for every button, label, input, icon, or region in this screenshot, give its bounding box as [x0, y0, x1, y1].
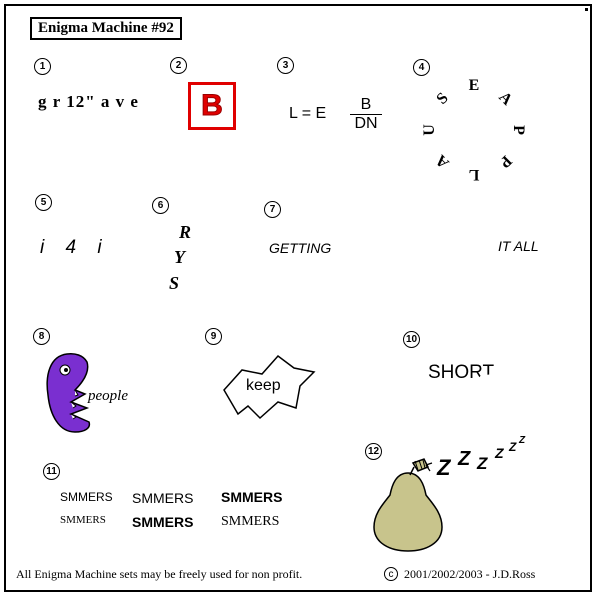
puzzle-number-12: 12	[365, 443, 382, 460]
puzzle-5-text: i 4 i	[40, 237, 110, 258]
puzzle-10-text: SHORT	[428, 362, 495, 383]
puzzle-11-word-1: SMMERS	[60, 490, 113, 504]
puzzle-number-5: 5	[35, 194, 52, 211]
puzzle-11-word-3: SMMERS	[221, 489, 283, 505]
puzzle-3-numerator: B	[350, 96, 382, 115]
page-title: Enigma Machine #92	[30, 17, 182, 40]
footer-credit: 2001/2002/2003 - J.D.Ross	[404, 567, 536, 581]
puzzle-12-z-5: Z	[509, 440, 517, 454]
puzzle-1-text: g r 12" a v e	[38, 92, 139, 111]
puzzle-9-text: keep	[246, 377, 281, 394]
puzzle-11-word-6: SMMERS	[221, 514, 280, 529]
puzzle-number-11: 11	[43, 463, 60, 480]
puzzle-6-letter-3: S	[169, 273, 180, 293]
puzzle-12-z-4: Z	[495, 445, 504, 461]
puzzle-8-monster-icon	[46, 353, 91, 433]
puzzle-6-letter-2: Y	[174, 247, 185, 267]
puzzle-12-z-1: Z	[437, 455, 451, 480]
puzzle-3-denominator: DN	[354, 115, 378, 132]
puzzle-number-2: 2	[170, 57, 187, 74]
puzzle-7-right-text: IT ALL	[498, 238, 539, 254]
puzzle-4-letter-5: L	[468, 166, 480, 183]
puzzle-9-jagged-shape-icon	[223, 354, 316, 420]
puzzle-number-8: 8	[33, 328, 50, 345]
puzzle-2-letter: B	[201, 89, 224, 123]
puzzle-number-1: 1	[34, 58, 51, 75]
copyright-symbol: c	[388, 568, 394, 580]
puzzle-12-pear-icon	[373, 458, 443, 552]
puzzle-3-fraction: B DN	[350, 96, 382, 133]
puzzle-number-6: 6	[152, 197, 169, 214]
puzzle-4-letter-1: E	[468, 77, 480, 94]
puzzle-12-z-3: Z	[477, 454, 488, 473]
puzzle-11-word-2: SMMERS	[132, 490, 194, 506]
puzzle-number-9: 9	[205, 328, 222, 345]
footer-note: All Enigma Machine sets may be freely us…	[16, 567, 303, 581]
puzzle-6-letter-1: R	[179, 222, 192, 242]
puzzle-11-word-5: SMMERS	[132, 514, 194, 530]
puzzle-number-4: 4	[413, 59, 430, 76]
puzzle-4-letter-7: U	[421, 124, 438, 136]
puzzle-number-3: 3	[277, 57, 294, 74]
copyright-icon: c	[384, 567, 398, 581]
puzzle-number-7: 7	[264, 201, 281, 218]
puzzle-4-letter-3: P	[510, 125, 527, 135]
puzzle-number-10: 10	[403, 331, 420, 348]
puzzle-frame	[4, 4, 592, 592]
puzzle-7-left-text: GETTING	[269, 240, 332, 256]
puzzle-11-word-4: SMMERS	[60, 514, 106, 526]
puzzle-2-red-box: B	[188, 82, 236, 130]
puzzle-8-text: people	[88, 388, 128, 404]
puzzle-12-z-6: Z	[519, 435, 526, 446]
puzzle-3-lhs: L = E	[289, 105, 327, 122]
corner-dot	[585, 8, 588, 11]
puzzle-12-z-2: Z	[458, 448, 471, 470]
